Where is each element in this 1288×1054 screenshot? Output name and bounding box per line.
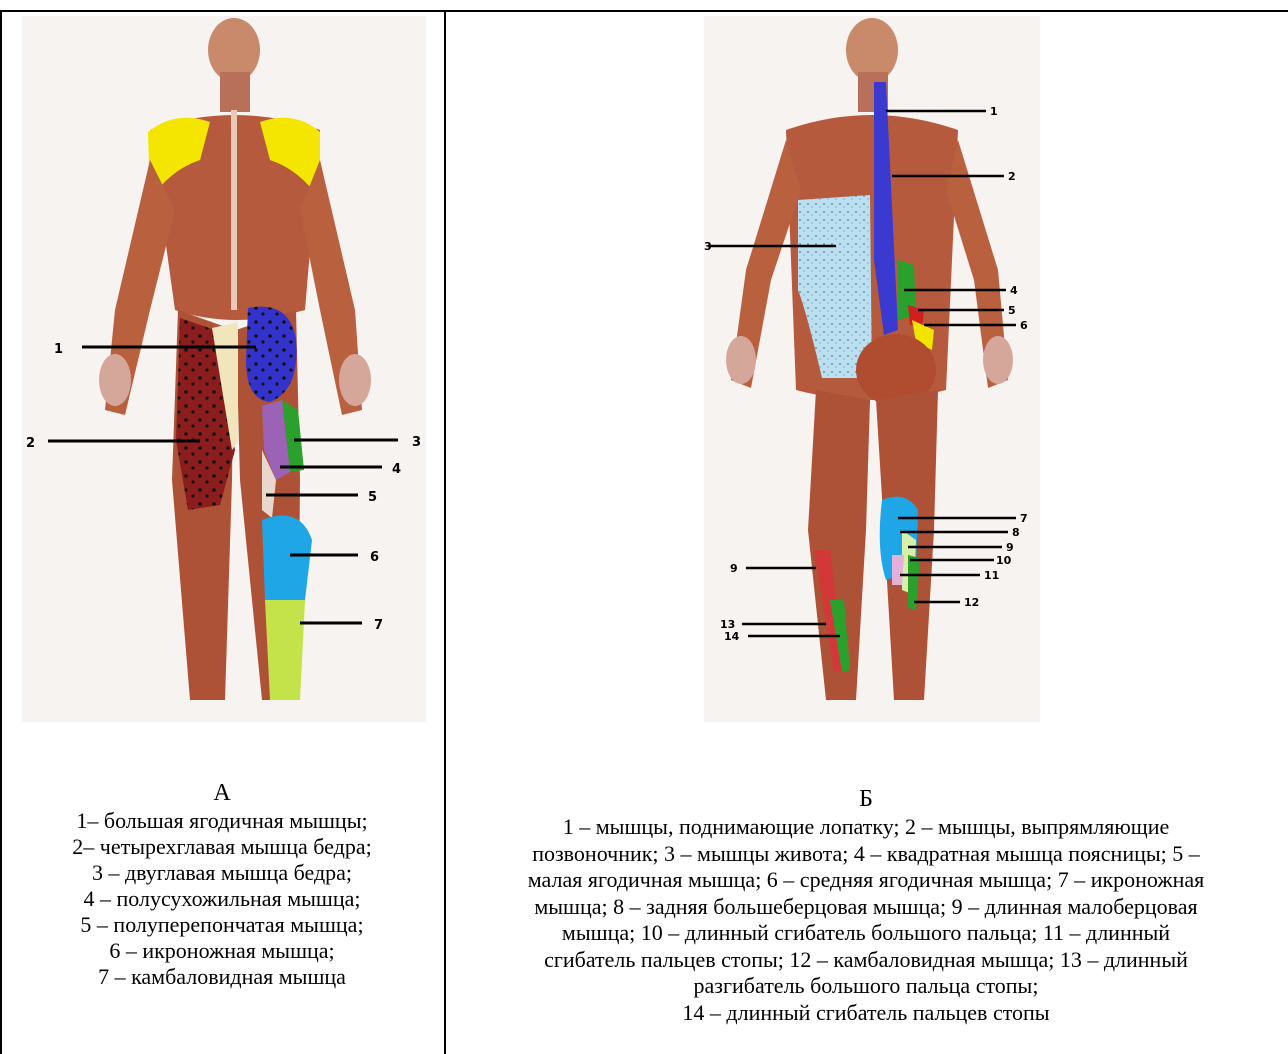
legend-a-item: 1– большая ягодичная мышцы; (12, 808, 432, 834)
legend-b-line: разгибатель большого пальца стопы; (440, 973, 1288, 1000)
caption-a-letter: А (12, 778, 432, 808)
anatomy-figure-b: 1 2 3 4 5 6 7 8 9 10 11 12 9 13 14 (446, 10, 1288, 726)
legend-a-item: 4 – полусухожильная мышца; (12, 886, 432, 912)
callout-b-1: 1 (990, 105, 998, 118)
legend-b-line: мышца; 10 – длинный сгибатель большого п… (440, 920, 1288, 947)
callout-b-10: 10 (996, 554, 1012, 567)
legend-a-item: 7 – камбаловидная мышца (12, 964, 432, 990)
legend-b-line: сгибатель пальцев стопы; 12 – камбаловид… (440, 947, 1288, 974)
callout-b-3: 3 (704, 240, 712, 253)
caption-b: Б 1 – мышцы, поднимающие лопатку; 2 – мы… (440, 784, 1288, 1026)
legend-a-item: 6 – икроножная мышца; (12, 938, 432, 964)
callout-b-12: 12 (964, 596, 979, 609)
legend-a-item: 3 – двуглавая мышца бедра; (12, 860, 432, 886)
callout-b-11: 11 (984, 569, 999, 582)
callout-a-7: 7 (374, 618, 383, 633)
callout-a-5: 5 (368, 490, 377, 505)
callout-a-1: 1 (54, 342, 63, 357)
caption-b-letter: Б (440, 784, 1288, 814)
anatomy-figure-a: 1 2 3 4 5 6 7 (0, 10, 444, 726)
legend-b-line: 1 – мышцы, поднимающие лопатку; 2 – мышц… (440, 814, 1288, 841)
callout-b-9: 9 (1006, 541, 1014, 554)
callout-a-4: 4 (392, 462, 401, 477)
legend-b-line: мышца; 8 – задняя большеберцовая мышца; … (440, 894, 1288, 921)
callout-b-14: 14 (724, 630, 740, 643)
callout-b-9-left: 9 (730, 562, 738, 575)
legend-b-line: 14 – длинный сгибатель пальцев стопы (440, 1000, 1288, 1027)
legend-b-line: малая ягодичная мышца; 6 – средняя ягоди… (440, 867, 1288, 894)
callout-b-2: 2 (1008, 170, 1016, 183)
callout-a-6: 6 (370, 550, 379, 565)
legend-a-item: 5 – полуперепончатая мышца; (12, 912, 432, 938)
callout-b-5: 5 (1008, 304, 1016, 317)
callout-b-6: 6 (1020, 319, 1028, 332)
callout-a-2: 2 (26, 436, 35, 451)
callout-b-7: 7 (1020, 512, 1028, 525)
legend-a-item: 2– четырехглавая мышца бедра; (12, 834, 432, 860)
legend-b-line: позвоночник; 3 – мышцы живота; 4 – квадр… (440, 841, 1288, 868)
panel-b: 1 2 3 4 5 6 7 8 9 10 11 12 9 13 14 Б 1 –… (446, 10, 1288, 1054)
callout-a-3: 3 (412, 435, 421, 450)
caption-a: А 1– большая ягодичная мышцы; 2– четырех… (12, 778, 432, 990)
callout-b-4: 4 (1010, 284, 1018, 297)
callout-b-8: 8 (1012, 526, 1020, 539)
panel-a: 1 2 3 4 5 6 7 А 1– большая ягодичная мыш… (0, 10, 444, 1054)
